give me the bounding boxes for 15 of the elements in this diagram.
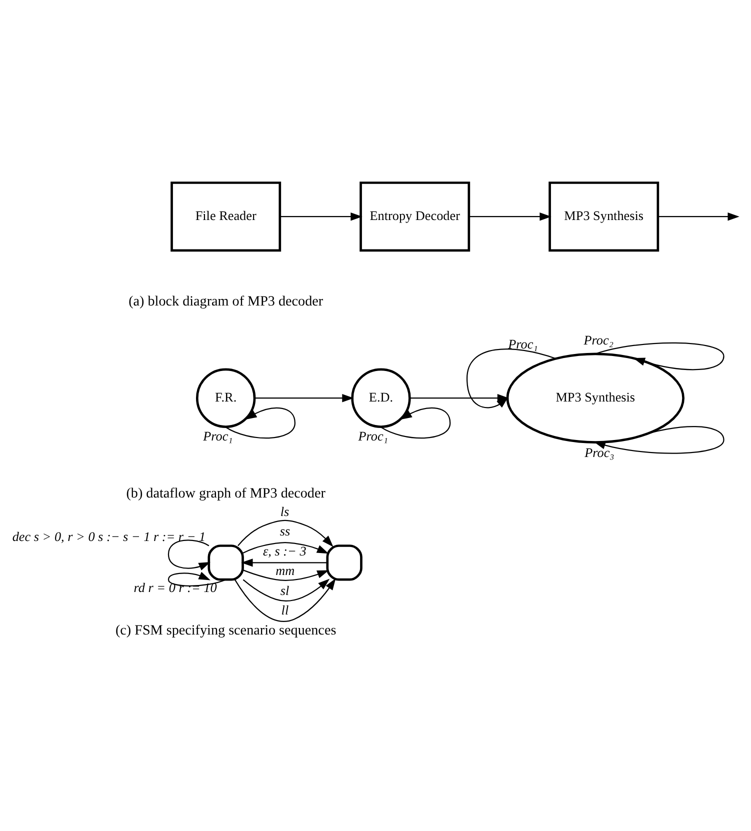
- edge-label: Proc₁: [358, 428, 388, 444]
- label: (c) FSM specifying scenario sequences: [115, 622, 336, 639]
- edge-label: sl: [280, 582, 290, 598]
- edge-label: dec s > 0, r > 0 s :− s − 1 r := r − 1: [12, 529, 206, 544]
- edge-label: ε, s :− 3: [262, 543, 306, 558]
- label: (b) dataflow graph of MP3 decoder: [126, 485, 326, 502]
- edge-label: Proc₁: [203, 428, 233, 444]
- edge-label: ss: [280, 524, 290, 539]
- label: (a) block diagram of MP3 decoder: [128, 293, 324, 310]
- edge-label: Proc₂: [584, 332, 614, 348]
- edge-label: ls: [280, 504, 290, 519]
- edge-label: Proc₃: [584, 444, 614, 460]
- edge-label: ll: [281, 602, 289, 618]
- edge-label: Proc₁: [508, 336, 538, 352]
- edge-label: mm: [276, 563, 295, 578]
